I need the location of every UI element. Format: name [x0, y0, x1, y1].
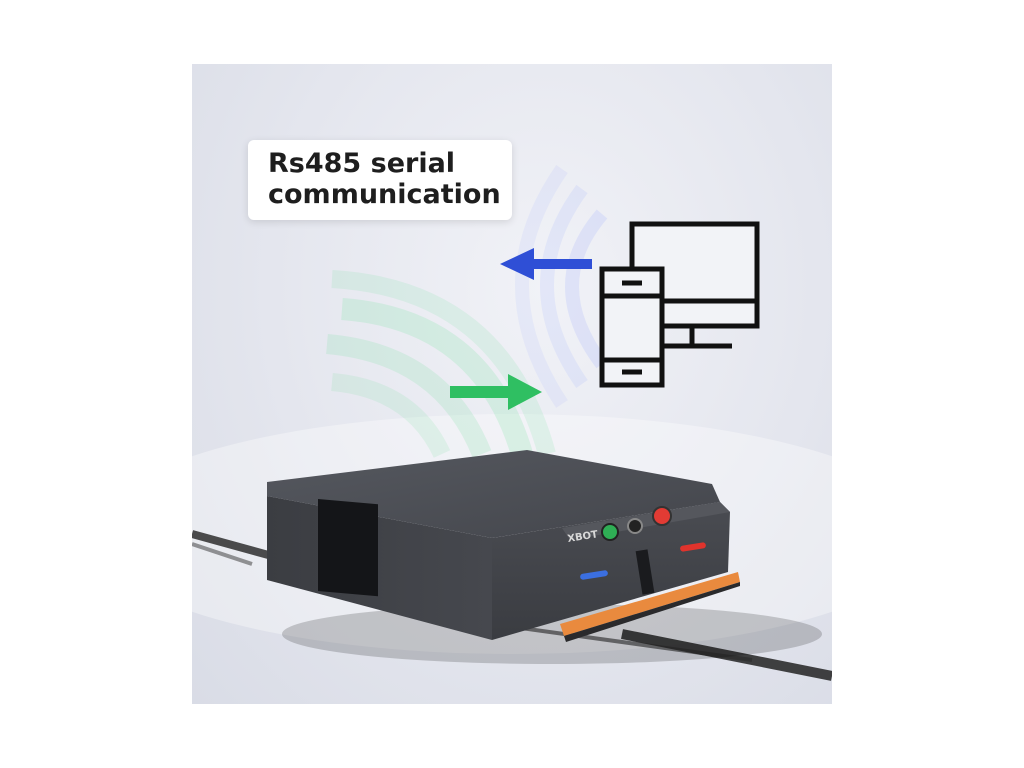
emergency-stop-icon — [652, 506, 672, 526]
product-image: XBOT Rs485 serial communication — [192, 64, 832, 704]
robot-brand-label: XBOT — [567, 529, 599, 545]
agv-robot: XBOT — [267, 450, 822, 664]
green-signal-waves — [326, 270, 556, 458]
blue-indicator-light — [580, 570, 608, 580]
caption-label-box: Rs485 serial communication — [248, 140, 512, 220]
key-switch-icon — [627, 518, 643, 534]
caption-text: Rs485 serial communication — [268, 148, 501, 210]
green-button-icon — [601, 523, 619, 541]
orange-bumper — [560, 572, 740, 636]
mobile-phone-icon — [599, 266, 665, 388]
arrow-right-green-icon — [450, 374, 542, 410]
arrow-left-blue-icon — [500, 248, 592, 280]
floor-track-lines — [192, 530, 832, 681]
scene-illustration: XBOT — [192, 165, 832, 681]
red-indicator-light — [680, 542, 706, 552]
blue-signal-waves — [515, 165, 608, 408]
